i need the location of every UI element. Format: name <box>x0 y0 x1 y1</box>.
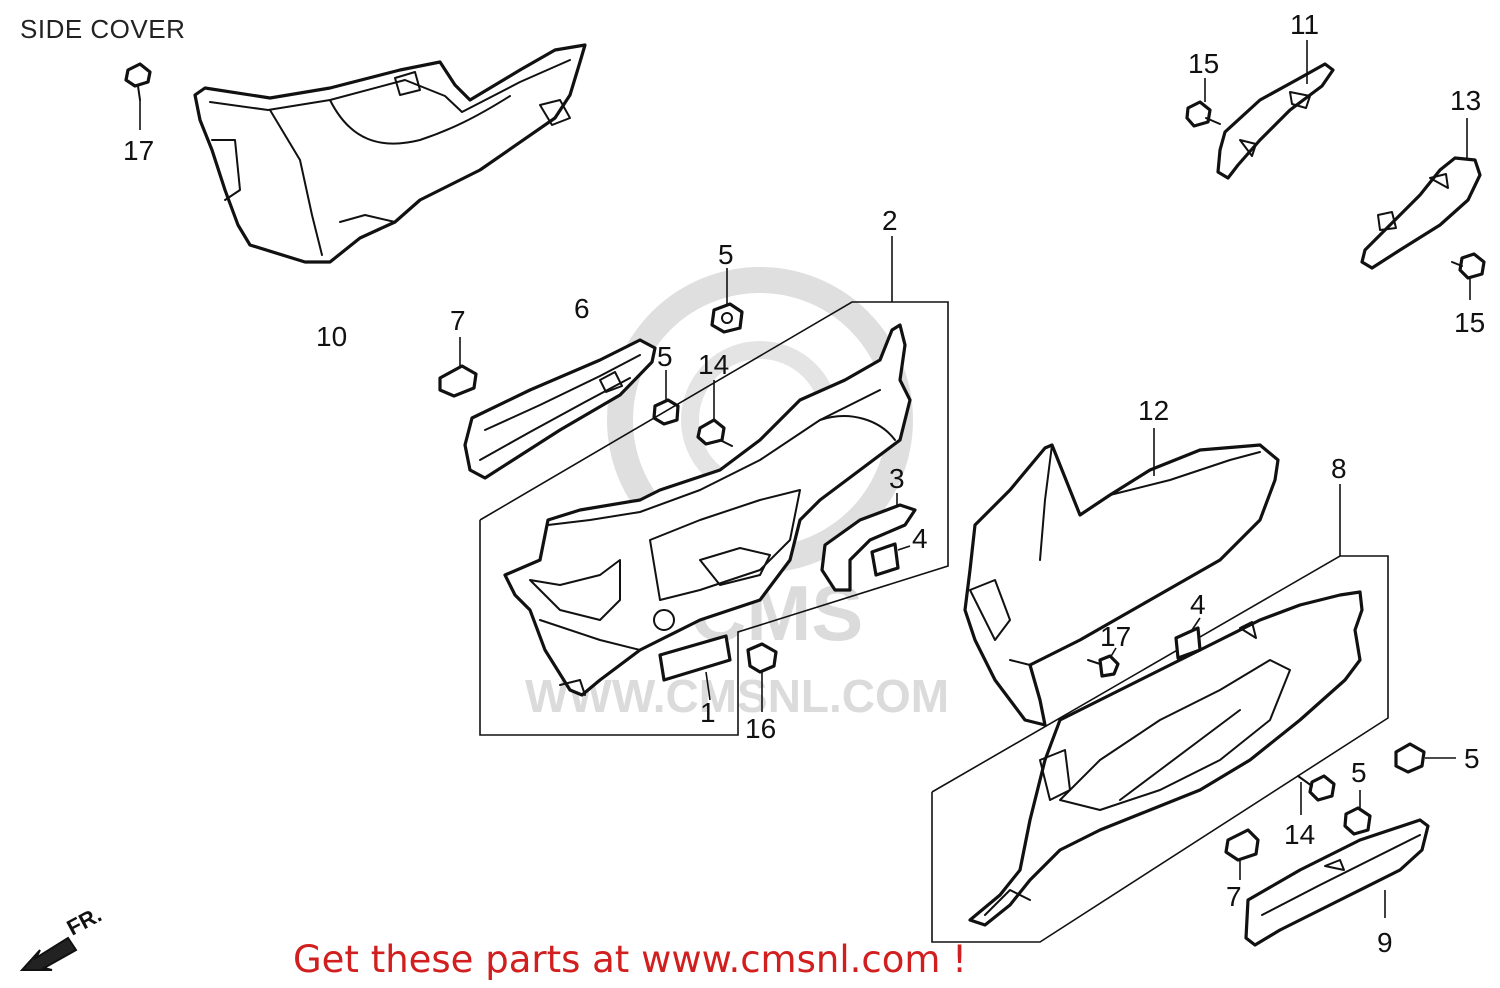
callout-labels: 1 2 3 4 4 5 5 5 5 6 7 7 8 9 10 11 12 13 … <box>123 9 1485 958</box>
callout-9: 9 <box>1377 927 1393 958</box>
part-6-panel <box>463 338 657 480</box>
footer-text: Get these parts at www.cmsnl.com ! <box>292 938 967 981</box>
callout-8: 8 <box>1331 453 1347 484</box>
callout-4-upper: 4 <box>912 523 928 554</box>
callout-12: 12 <box>1138 395 1169 426</box>
part-9-panel <box>1244 818 1430 947</box>
part-3-panel <box>820 493 917 592</box>
part-4-pad-lower <box>1174 617 1202 660</box>
callout-10: 10 <box>316 321 347 352</box>
callout-17-lower: 17 <box>1100 621 1131 652</box>
callout-14-lower: 14 <box>1284 819 1315 850</box>
callout-1: 1 <box>700 697 716 728</box>
part-5-nut-lower-right <box>1394 742 1456 774</box>
part-8-lower-cover <box>968 590 1364 927</box>
page-title: SIDE COVER <box>20 14 186 44</box>
part-1-pad <box>658 634 732 701</box>
callout-11: 11 <box>1290 9 1319 40</box>
part-7-grommet-left <box>438 337 478 398</box>
part-15-screw-lower <box>1451 252 1486 300</box>
part-14-screw-mid <box>696 380 733 447</box>
part-11-bracket <box>1216 40 1335 180</box>
part-17-screw-lower <box>1087 647 1120 678</box>
direction-label: FR. <box>63 902 106 941</box>
part-16-clip <box>746 642 778 712</box>
part-4-pad-upper <box>870 542 911 577</box>
callout-5-lower: 5 <box>1351 757 1367 788</box>
callout-16: 16 <box>745 713 776 744</box>
part-7-grommet-lower <box>1224 828 1260 880</box>
part-14-screw-lower <box>1297 774 1336 815</box>
assembly-2-frame <box>479 301 949 736</box>
callout-17-upper: 17 <box>123 135 154 166</box>
callout-6: 6 <box>574 293 590 324</box>
part-5-nut-lower-mid <box>1343 790 1372 836</box>
callout-7-upper: 7 <box>450 305 466 336</box>
part-17-screw-top <box>124 62 152 130</box>
callout-4-lower: 4 <box>1190 589 1206 620</box>
part-2-lower-cover <box>503 323 912 697</box>
callout-15-lower: 15 <box>1454 307 1485 338</box>
callout-2: 2 <box>882 205 898 236</box>
callout-15-upper: 15 <box>1188 48 1219 79</box>
part-10-side-cover <box>193 43 587 264</box>
part-15-screw-upper <box>1185 78 1221 128</box>
callout-13: 13 <box>1450 85 1481 116</box>
callout-3: 3 <box>889 463 905 494</box>
footer-link-text[interactable]: Get these parts at www.cmsnl.com ! <box>0 938 1500 981</box>
callout-7-lower: 7 <box>1226 881 1242 912</box>
callout-14-upper: 14 <box>698 349 729 380</box>
callout-5-upper: 5 <box>718 239 734 270</box>
part-12-cover <box>963 428 1280 727</box>
part-5-nut-upper <box>710 268 744 334</box>
part-13-trim <box>1360 118 1482 270</box>
callout-5-mid: 5 <box>657 341 673 372</box>
callout-5-right: 5 <box>1464 743 1480 774</box>
